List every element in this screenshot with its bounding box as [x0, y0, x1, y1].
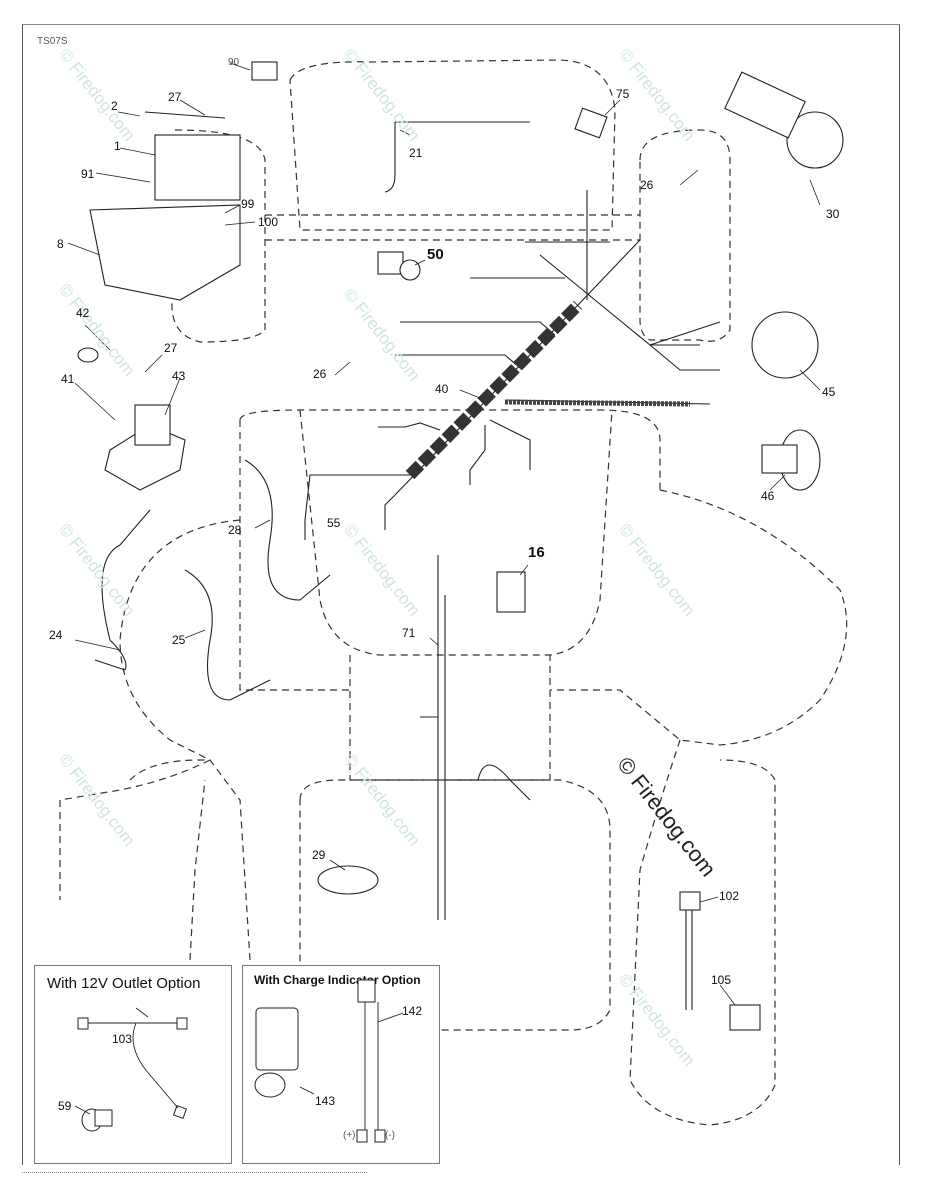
part-16-relay [496, 571, 526, 613]
part-143-knob [254, 1072, 286, 1098]
harness-71-branch [420, 716, 531, 801]
callout-102: 102 [719, 889, 740, 903]
part-143-indicator [255, 1007, 299, 1071]
wire-25 [184, 569, 271, 701]
callout-71: 71 [402, 626, 416, 640]
harness-40-branch-g [304, 474, 410, 540]
outline-right-wheel [629, 739, 776, 1126]
part-142-connector [357, 979, 376, 1003]
callout-26b: 26 [313, 367, 327, 381]
part-45-gauge [751, 311, 819, 379]
outline-right-fender [550, 489, 848, 746]
callout-28: 28 [228, 523, 242, 537]
callout-24: 24 [49, 628, 63, 642]
option-callout-59: 59 [58, 1099, 72, 1113]
outline-console [299, 409, 613, 656]
part-142-term-plus [356, 1129, 368, 1143]
callout-27b: 27 [164, 341, 178, 355]
harness-40-branch-a [400, 321, 556, 336]
part-42-boot [77, 347, 99, 363]
option-callout-143: 143 [315, 1094, 336, 1108]
outline-band [265, 214, 640, 241]
callout-45: 45 [822, 385, 836, 399]
part-46-body [761, 444, 798, 474]
wire-28 [244, 459, 331, 601]
callout-75: 75 [616, 87, 630, 101]
callout-43: 43 [172, 369, 186, 383]
callout-40: 40 [435, 382, 449, 396]
callout-1: 1 [114, 139, 121, 153]
callout-29: 29 [312, 848, 326, 862]
wire-24 [94, 509, 151, 671]
part-102-connector [679, 891, 701, 911]
part-30-ignition [786, 111, 844, 169]
callout-27: 27 [168, 90, 182, 104]
harness-71 [437, 555, 446, 920]
part-29-grommet [317, 865, 379, 895]
outline-left-fender [119, 420, 350, 761]
callout-41: 41 [61, 372, 75, 386]
callout-46: 46 [761, 489, 775, 503]
part-103-left-plug [77, 1017, 89, 1030]
callout-91: 91 [81, 167, 95, 181]
callout-26: 26 [640, 178, 654, 192]
terminal-plus-label: (+) [343, 1130, 356, 1141]
callout-16: 16 [528, 544, 545, 561]
harness-40-upper-x [470, 190, 721, 371]
part-battery [154, 134, 241, 201]
part-142-term-minus [374, 1129, 386, 1143]
harness-40-branch-h [384, 494, 396, 530]
terminal-minus-label: (-) [385, 1130, 395, 1141]
outline-hood [289, 59, 616, 231]
outline-battery-tray [171, 129, 266, 343]
callout-42: 42 [76, 306, 90, 320]
outline-seat-block [349, 655, 551, 781]
outline-center-fork [189, 779, 206, 961]
harness-40-branch-b [395, 354, 521, 369]
harness-40-branch-f [378, 422, 441, 431]
outline-left-wheel [59, 759, 211, 900]
callout-90: 90 [228, 57, 240, 68]
harness-40-tube-branch [504, 399, 691, 407]
option-title: With 12V Outlet Option [47, 975, 201, 992]
callout-105: 105 [711, 973, 732, 987]
option-box-12v-outlet: With 12V Outlet Option [34, 965, 232, 1164]
battery-bolt-line [144, 111, 226, 119]
callout-55: 55 [327, 516, 341, 530]
harness-40-tube [405, 300, 583, 480]
callout-100: 100 [258, 215, 279, 229]
part-105-switch [729, 1004, 761, 1031]
part-43-post [134, 404, 171, 446]
option-callout-142: 142 [402, 1004, 423, 1018]
outline-dash [239, 409, 661, 490]
diagram-code: TS07S [37, 36, 68, 47]
part-103-right-plug [176, 1017, 188, 1030]
part-30-body [724, 71, 806, 139]
part-103-end-plug [172, 1104, 188, 1120]
frame-bottom-line [22, 1172, 367, 1173]
harness-21 [384, 121, 530, 193]
callout-21: 21 [409, 146, 423, 160]
wire-102 [685, 900, 693, 1010]
callout-8: 8 [57, 237, 64, 251]
callout-50: 50 [427, 246, 444, 263]
outline-right-pod [639, 129, 731, 342]
callout-99: 99 [241, 197, 255, 211]
diagram-frame [22, 24, 900, 1165]
option-title: With Charge Indicator Option [254, 973, 421, 987]
harness-40-branch-d [489, 419, 531, 470]
part-90-bracket [251, 61, 278, 81]
callout-25: 25 [172, 633, 186, 647]
part-battery-tray [89, 204, 241, 301]
part-75-switch [574, 107, 608, 139]
callout-30: 30 [826, 207, 840, 221]
part-59-body [94, 1109, 113, 1127]
callout-2: 2 [111, 99, 118, 113]
option-callout-103: 103 [112, 1032, 133, 1046]
harness-40-branch-e [469, 425, 486, 485]
